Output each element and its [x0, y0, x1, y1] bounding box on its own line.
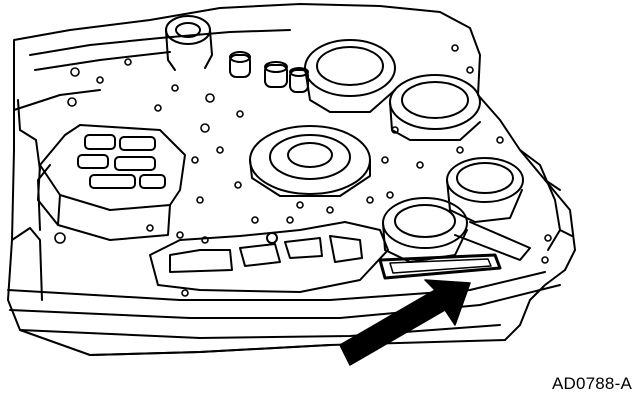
pipe-fitting [165, 15, 213, 71]
bore-4 [382, 197, 531, 263]
figure-id-label: AD0788-A [551, 374, 632, 393]
upper-flange [29, 29, 291, 56]
gasket [378, 253, 502, 280]
bore-1 [304, 39, 396, 113]
callout-arrow [339, 279, 471, 366]
bosses [229, 51, 309, 93]
bore-2 [389, 74, 481, 141]
channel-plate [149, 221, 389, 293]
center-bore [249, 125, 371, 197]
left-port-block [37, 124, 186, 241]
casting-outline [7, 3, 576, 356]
bore-3 [446, 157, 524, 223]
front-rail [7, 271, 546, 301]
bolt-holes [54, 44, 552, 297]
